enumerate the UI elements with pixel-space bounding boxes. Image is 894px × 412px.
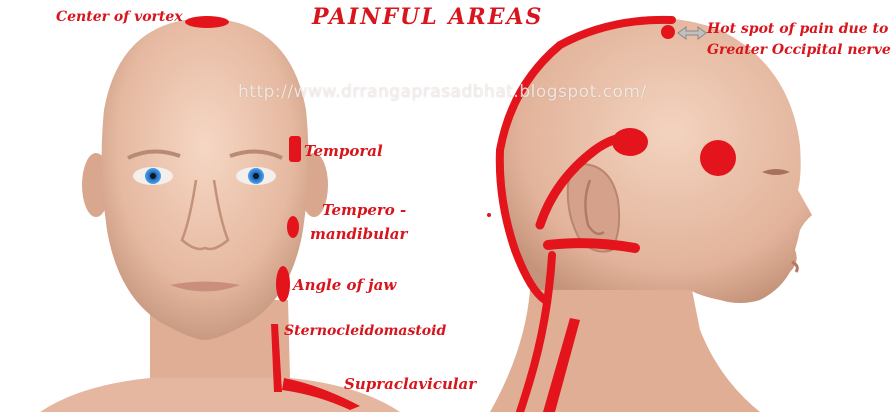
label-temporal: Temporal (304, 142, 383, 160)
pain-temple-spot (700, 140, 736, 176)
pain-neck-band (548, 243, 635, 248)
pain-center-of-vortex (185, 16, 229, 28)
label-hot-spot-line2: Greater Occipital nerve (707, 42, 891, 58)
pain-angle-of-jaw (276, 266, 290, 302)
front-pupil-right (253, 173, 259, 179)
front-pupil-left (150, 173, 156, 179)
diagram-title: PAINFUL AREAS (312, 4, 543, 30)
pain-temporal (289, 136, 301, 162)
label-sternocleidomastoid: Sternocleidomastoid (284, 323, 446, 339)
label-angle-of-jaw: Angle of jaw (293, 276, 396, 294)
watermark-url: http://www.drrangaprasadbhat.blogspot.co… (238, 82, 647, 102)
label-tempero-line2: mandibular (310, 225, 407, 243)
pain-dot (487, 213, 491, 217)
pain-tempero-mandibular (287, 216, 299, 238)
pain-occipital-blob (612, 128, 648, 156)
pain-hot-spot-small (661, 25, 675, 39)
label-supraclavicular: Supraclavicular (344, 375, 476, 393)
label-hot-spot-line1: Hot spot of pain due to (707, 21, 888, 37)
label-tempero-line1: Tempero - (322, 201, 406, 219)
label-center-of-vortex: Center of vortex (56, 9, 183, 25)
